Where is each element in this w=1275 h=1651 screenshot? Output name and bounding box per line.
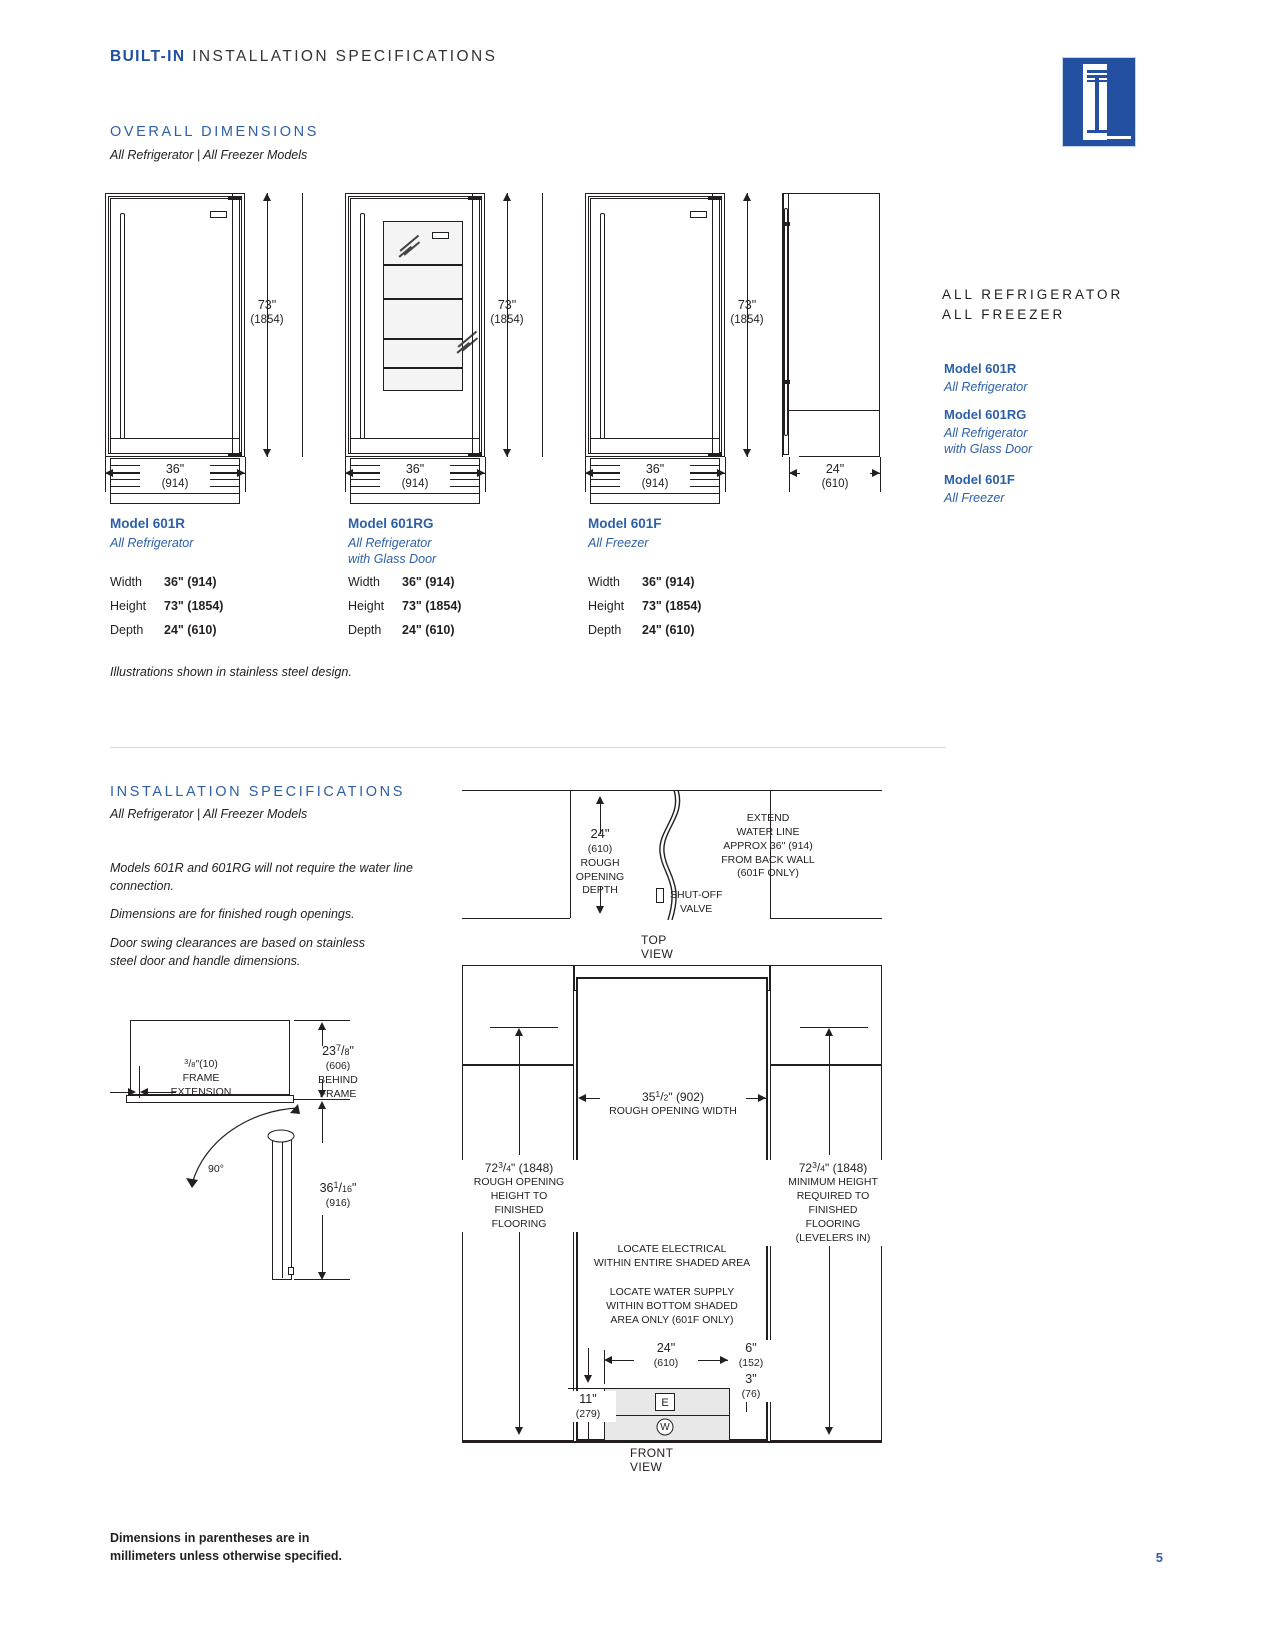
dim-601r-width: 36"(914) [140, 462, 210, 492]
water-line-icon [659, 790, 681, 920]
front-view-right-height-label: 723/4" (1848) MINIMUM HEIGHT REQUIRED TO… [765, 1160, 901, 1246]
install-para-1: Models 601R and 601RG will not require t… [110, 861, 413, 894]
rough-opening-width-label: 351/2" (902) ROUGH OPENING WIDTH [600, 1089, 746, 1120]
dim-601f-depth: 24"(610) [800, 462, 870, 492]
illustration-note: Illustrations shown in stainless steel d… [110, 665, 352, 679]
door-swing-arc [186, 1104, 300, 1188]
model-601r-name: Model 601R [110, 516, 186, 531]
rail-model-601rg: Model 601RG [944, 407, 1027, 422]
dim-24-label: 24" (610) [634, 1340, 698, 1371]
dim-11-label: 11" (279) [560, 1391, 616, 1422]
rail-model-601r: Model 601R [944, 361, 1017, 376]
behind-frame-label: 237/8" (606) BEHIND FRAME [318, 1043, 358, 1100]
glass-door-panel [383, 221, 478, 391]
dim-601r-height: 73"(1854) [250, 298, 284, 327]
water-supply-marker [656, 1418, 674, 1436]
dim-6-label: 6" (152) [730, 1340, 772, 1371]
top-view-water-label: EXTEND WATER LINE APPROX 36" (914) FROM … [721, 812, 815, 880]
dim-601f-width: 36"(914) [620, 462, 690, 492]
top-view-label: TOP VIEW [641, 933, 674, 961]
rail-desc-601r: All Refrigerator [944, 380, 1028, 394]
dim-3-label: 3" (76) [730, 1371, 772, 1402]
dim-601rg-height: 73"(1854) [490, 298, 524, 327]
shut-off-valve-icon [656, 888, 664, 903]
front-view-left-height-label: 723/4" (1848) ROUGH OPENING HEIGHT TO FI… [455, 1160, 583, 1232]
door-swing-depth-label: 361/16" (916) [319, 1180, 357, 1209]
header-title-bold: BUILT-IN [110, 48, 186, 65]
overall-dimensions-subtitle: All Refrigerator | All Freezer Models [110, 148, 308, 162]
installation-specs-subtitle: All Refrigerator | All Freezer Models [110, 807, 308, 821]
front-view-upper-left-cabinet [462, 965, 574, 1065]
unit-601f-front [585, 193, 725, 504]
front-view-right-cabinet [770, 1065, 882, 1441]
rail-model-601f: Model 601F [944, 472, 1015, 487]
model-601r-desc: All Refrigerator [110, 536, 194, 550]
page-header: BUILT-IN INSTALLATION SPECIFICATIONS [110, 48, 497, 66]
page-number: 5 [1155, 1550, 1163, 1565]
electrical-outlet-marker [655, 1393, 675, 1411]
door-swing-frame [126, 1095, 294, 1103]
front-view-label: FRONT VIEW [630, 1446, 674, 1474]
top-view-depth-label: 24" (610) ROUGH OPENING DEPTH [575, 826, 625, 897]
header-title-rest: INSTALLATION SPECIFICATIONS [192, 48, 498, 65]
section-divider [110, 747, 946, 748]
locate-electrical-note: LOCATE ELECTRICAL WITHIN ENTIRE SHADED A… [593, 1243, 751, 1269]
install-para-2: Dimensions are for finished rough openin… [110, 907, 355, 921]
unit-601rg-front [345, 193, 485, 504]
unit-601f-side [775, 193, 880, 457]
door-hinge-icon [267, 1129, 295, 1143]
front-view-upper-right-cabinet [770, 965, 882, 1065]
rail-desc-601f: All Freezer [944, 491, 1005, 505]
shut-off-valve-label: SHUT-OFF VALVE [670, 889, 723, 915]
swing-angle-label: 90° [208, 1163, 224, 1175]
dim-601f-height: 73"(1854) [730, 298, 764, 327]
locate-water-note: LOCATE WATER SUPPLY WITHIN BOTTOM SHADED… [606, 1286, 738, 1326]
model-601f-name: Model 601F [588, 516, 662, 531]
unit-601r-front [105, 193, 245, 504]
overall-dimensions-title: OVERALL DIMENSIONS [110, 124, 320, 140]
electrical-marker-label: E [661, 1397, 669, 1409]
model-601f-desc: All Freezer [588, 536, 649, 550]
door-swing-cabinet [130, 1020, 290, 1095]
dim-601rg-width: 36"(914) [380, 462, 450, 492]
front-view-left-cabinet [462, 1065, 574, 1441]
footer-note: Dimensions in parentheses are in millime… [110, 1530, 343, 1563]
water-marker-label: W [660, 1422, 670, 1433]
glass-sparkle-icon [398, 234, 428, 260]
frame-extension-label: 3/8"(10) FRAME EXTENSION [170, 1057, 232, 1098]
install-para-3: Door swing clearances are based on stain… [110, 936, 365, 969]
model-601rg-name: Model 601RG [348, 516, 434, 531]
sub-zero-logo [1062, 57, 1136, 147]
installation-specs-title: INSTALLATION SPECIFICATIONS [110, 784, 405, 800]
